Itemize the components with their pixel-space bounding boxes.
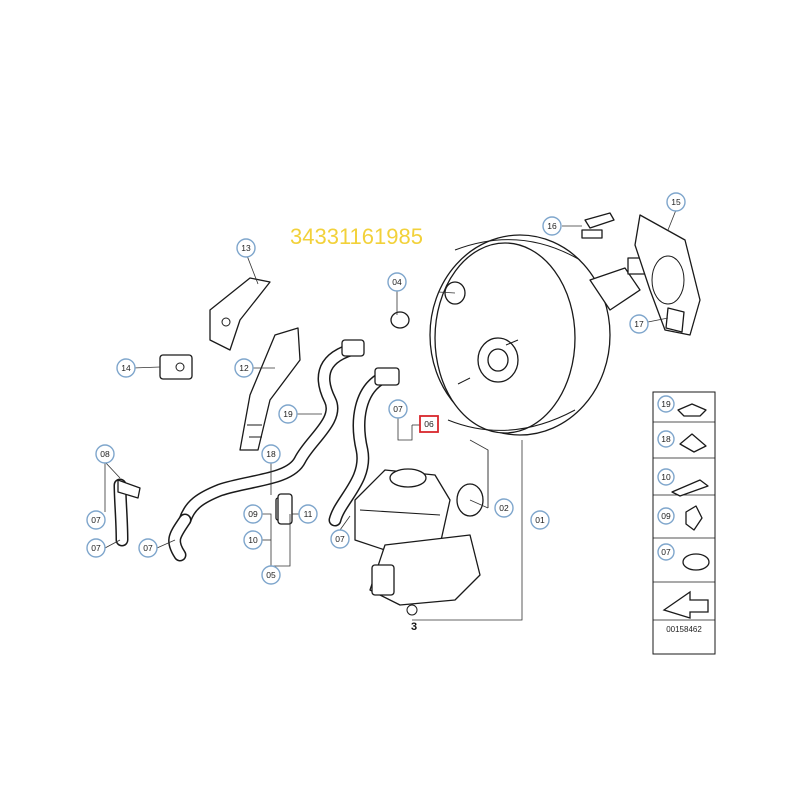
svg-text:07: 07 xyxy=(335,534,345,544)
svg-text:18: 18 xyxy=(661,434,671,444)
svg-text:07: 07 xyxy=(91,543,101,553)
highlight-box xyxy=(419,415,439,433)
svg-text:17: 17 xyxy=(634,319,644,329)
svg-text:19: 19 xyxy=(661,399,671,409)
svg-text:14: 14 xyxy=(121,363,131,373)
callout-14[interactable]: 14 xyxy=(116,358,136,378)
grommets xyxy=(277,493,293,525)
svg-text:07: 07 xyxy=(393,404,403,414)
gasket-plate xyxy=(634,214,701,336)
rubber-mount xyxy=(159,354,193,380)
svg-text:07: 07 xyxy=(143,543,153,553)
svg-text:16: 16 xyxy=(547,221,557,231)
callout-06-highlighted[interactable]: 06 xyxy=(419,415,439,433)
callout-15[interactable]: 15 xyxy=(666,192,686,212)
clevis-pin xyxy=(581,212,615,239)
svg-text:19: 19 xyxy=(283,409,293,419)
reservoir-master-cylinder xyxy=(354,468,484,616)
callout-07-middle[interactable]: 07 xyxy=(138,538,158,558)
callout-07-hose-top[interactable]: 07 xyxy=(388,399,408,419)
clip-17 xyxy=(665,307,685,333)
bracket-12 xyxy=(239,327,301,451)
callout-18[interactable]: 18 xyxy=(261,444,281,464)
svg-text:07: 07 xyxy=(661,547,671,557)
svg-text:01: 01 xyxy=(535,515,545,525)
legend-item-09[interactable]: 09 xyxy=(657,505,703,531)
callout-16[interactable]: 16 xyxy=(542,216,562,236)
svg-text:10: 10 xyxy=(661,472,671,482)
leader-lines xyxy=(104,209,677,621)
svg-text:09: 09 xyxy=(661,511,671,521)
callout-02[interactable]: 02 xyxy=(494,498,514,518)
svg-text:11: 11 xyxy=(304,509,313,519)
svg-text:07: 07 xyxy=(91,515,101,525)
diagram-reference-number: 00158462 xyxy=(666,625,702,634)
svg-text:15: 15 xyxy=(671,197,681,207)
callout-04[interactable]: 04 xyxy=(387,272,407,292)
svg-text:04: 04 xyxy=(392,277,402,287)
callout-19[interactable]: 19 xyxy=(278,404,298,424)
svg-text:05: 05 xyxy=(266,570,276,580)
legend-item-19[interactable]: 19 xyxy=(657,395,707,417)
legend-item-10[interactable]: 10 xyxy=(657,468,709,497)
vacuum-hoses xyxy=(113,311,410,562)
callout-11[interactable]: 11 xyxy=(298,504,318,524)
svg-text:02: 02 xyxy=(499,503,509,513)
callout-12[interactable]: 12 xyxy=(234,358,254,378)
svg-text:18: 18 xyxy=(266,449,276,459)
direction-arrow-icon xyxy=(662,590,709,619)
callout-07-reservoir[interactable]: 07 xyxy=(330,529,350,549)
svg-text:3: 3 xyxy=(411,621,417,633)
svg-text:13: 13 xyxy=(241,243,251,253)
svg-text:09: 09 xyxy=(248,509,258,519)
callout-3[interactable]: 3 xyxy=(411,621,417,633)
svg-text:06: 06 xyxy=(424,419,434,429)
callout-09[interactable]: 09 xyxy=(243,504,263,524)
callout-01[interactable]: 01 xyxy=(530,510,550,530)
brake-booster xyxy=(429,234,647,436)
callout-07-left-lower[interactable]: 07 xyxy=(86,538,106,558)
legend-item-18[interactable]: 18 xyxy=(657,430,707,453)
callout-10[interactable]: 10 xyxy=(243,530,263,550)
callout-08[interactable]: 08 xyxy=(95,444,115,464)
svg-text:10: 10 xyxy=(248,535,258,545)
callout-07-left-upper[interactable]: 07 xyxy=(86,510,106,530)
svg-text:12: 12 xyxy=(239,363,249,373)
overlay-part-number: 34331161985 xyxy=(290,224,423,249)
callout-05[interactable]: 05 xyxy=(261,565,281,585)
legend-panel: 19 18 10 09 07 xyxy=(652,391,716,655)
legend-item-07[interactable]: 07 xyxy=(657,543,710,571)
svg-text:08: 08 xyxy=(100,449,110,459)
callout-13[interactable]: 13 xyxy=(236,238,256,258)
callout-17[interactable]: 17 xyxy=(629,314,649,334)
bracket-13 xyxy=(209,277,271,351)
